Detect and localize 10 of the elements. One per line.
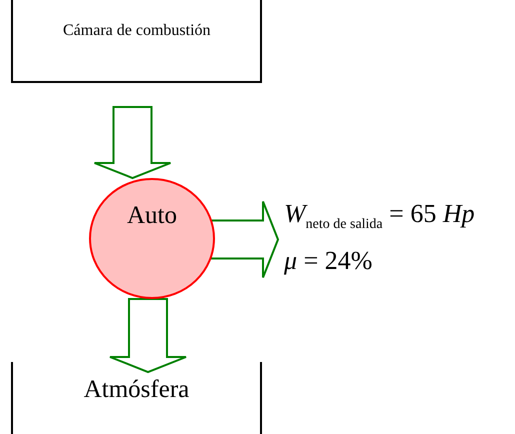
- open-box: [11, 0, 262, 83]
- box-label: Atmósfera: [82, 376, 190, 404]
- box-label: Cámara de combustión: [63, 22, 211, 40]
- block-arrow: [210, 200, 280, 278]
- block-arrow: [109, 298, 187, 374]
- open-box: [11, 362, 262, 434]
- formula: W$_{neto de salida}$ = 65 Hp: [284, 198, 475, 234]
- ellipse-label: Auto: [126, 202, 178, 230]
- block-arrow: [94, 106, 172, 180]
- formula: μ = 24%: [284, 245, 372, 277]
